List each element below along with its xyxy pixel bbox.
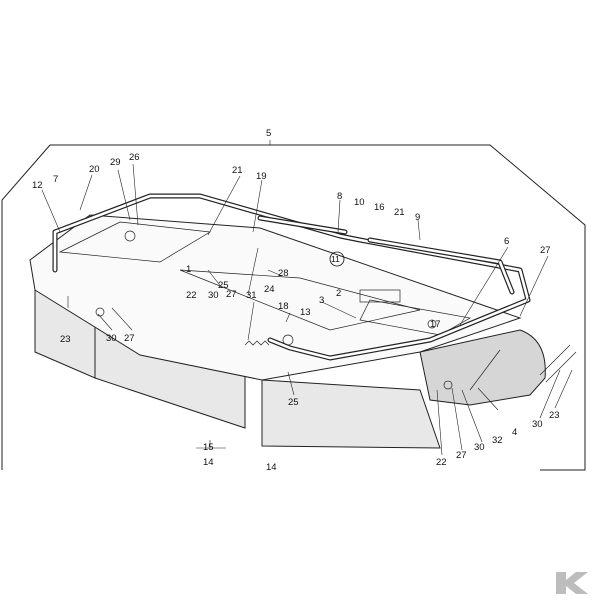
skirt-panel-end	[419, 329, 546, 406]
callout-5: 5	[266, 128, 271, 139]
strut	[469, 349, 501, 391]
blade-arm	[539, 344, 577, 383]
callout-27-b: 27	[226, 289, 237, 300]
callout-21: 21	[232, 165, 243, 176]
skirt-panel-right	[261, 379, 441, 449]
callout-13: 13	[300, 307, 311, 318]
deck-plate-center	[179, 269, 421, 331]
callout-30: 30	[208, 290, 219, 301]
spring	[244, 340, 270, 346]
deck-top	[29, 214, 522, 381]
callout-22: 22	[186, 290, 197, 301]
pivot	[282, 334, 294, 346]
callout-11: 11	[331, 254, 340, 264]
callout-23: 23	[60, 334, 71, 345]
callout-6: 6	[504, 236, 509, 247]
callout-9: 9	[415, 212, 420, 223]
callout-16: 16	[374, 202, 385, 213]
callout-12: 12	[32, 180, 43, 191]
callout-11-circle	[329, 251, 345, 267]
callout-labels: 5 7 20 29 26 12 21 19 8 10 16 21 9 11 6 …	[32, 128, 560, 473]
callout-28: 28	[278, 268, 289, 279]
callout-25-b: 25	[288, 397, 299, 408]
callout-2: 2	[336, 288, 341, 299]
callout-27-d: 27	[456, 450, 467, 461]
leader-lines	[41, 140, 573, 456]
callout-32: 32	[492, 435, 503, 446]
diagram-boundary	[1, 144, 586, 471]
callout-23-b: 23	[549, 410, 560, 421]
callout-27-c: 27	[124, 333, 135, 344]
callout-30-c: 30	[474, 442, 485, 453]
callout-8: 8	[337, 191, 342, 202]
callout-3: 3	[319, 295, 324, 306]
callout-24: 24	[264, 284, 275, 295]
callout-26: 26	[129, 152, 140, 163]
callout-19: 19	[256, 171, 267, 182]
callout-14: 14	[203, 457, 214, 468]
callout-27: 27	[540, 245, 551, 256]
callout-31: 31	[246, 290, 257, 301]
bushing	[124, 230, 136, 242]
deck-plate-left	[58, 221, 212, 263]
callout-18: 18	[278, 301, 289, 312]
callout-15: 15	[203, 442, 214, 453]
callout-17: 17	[430, 319, 441, 330]
callout-30-b: 30	[106, 333, 117, 344]
callout-21-b: 21	[394, 207, 405, 218]
callout-7: 7	[53, 174, 58, 185]
bracket	[359, 289, 401, 303]
callout-10: 10	[354, 197, 365, 208]
callout-25: 25	[218, 280, 229, 291]
k-logo	[556, 572, 588, 594]
callout-20: 20	[89, 164, 100, 175]
callout-1: 1	[186, 264, 191, 275]
bolt	[443, 380, 453, 390]
callout-30-d: 30	[532, 419, 543, 430]
bolt	[427, 319, 437, 329]
callout-29: 29	[110, 157, 121, 168]
callout-14-b: 14	[266, 462, 277, 473]
callout-22-b: 22	[436, 457, 447, 468]
callout-4: 4	[512, 427, 517, 438]
